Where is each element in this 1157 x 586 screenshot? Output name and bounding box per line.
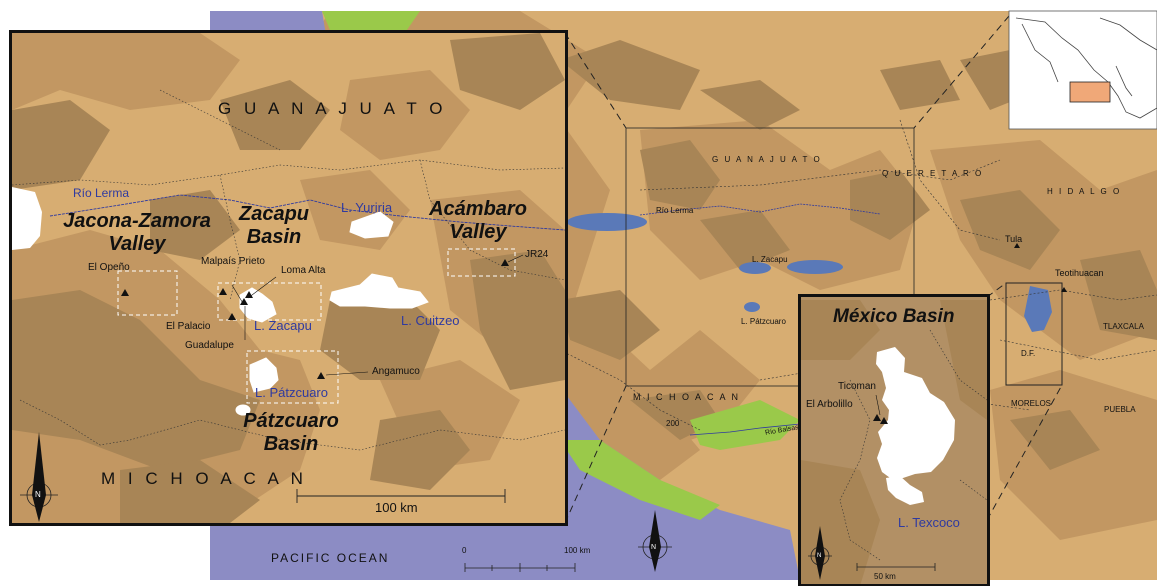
teotihuacan-label: Teotihuacan — [1055, 268, 1104, 278]
lake-texcoco-shape — [876, 347, 955, 480]
michoacan-label: M I C H O A C A N — [101, 469, 307, 488]
basin-line-1: Pátzcuaro — [243, 410, 339, 432]
puebla-label: PUEBLA — [1104, 405, 1136, 414]
connector-lines — [564, 15, 1063, 524]
hidalgo-label: H I D A L G O — [1047, 187, 1122, 196]
tula-label: Tula — [1005, 234, 1023, 244]
left-north-label: N — [35, 490, 41, 499]
el-arbolillo-label: El Arbolillo — [806, 399, 853, 410]
michoacan-label-main: M I C H O A C A N — [633, 392, 741, 402]
zacapu-basin-label: Zacapu Basin — [229, 203, 319, 249]
df-box — [1005, 282, 1063, 386]
lake-zacapu-label: L. Zacapu — [254, 318, 312, 333]
left-scale-label: 100 km — [375, 500, 418, 515]
right-north-label: N — [817, 553, 822, 559]
tlaxcala-label: TLAXCALA — [1103, 322, 1144, 331]
elevation-label: 200 — [666, 419, 680, 428]
lowland-green — [560, 440, 720, 520]
basin-line-2: Basin — [246, 226, 302, 248]
malpais-prieto-label: Malpaís Prieto — [201, 256, 265, 267]
relief-dark — [560, 40, 1157, 470]
main-scale-end: 100 km — [564, 546, 591, 555]
lake-patzcuaro-label: L. Pátzcuaro — [255, 385, 328, 400]
basin-line-2: Valley — [449, 221, 507, 243]
rio-balsas — [689, 423, 801, 436]
michoacan-box — [625, 127, 915, 387]
basin-line-2: Basin — [263, 433, 319, 455]
df-label: D.F. — [1021, 349, 1036, 358]
lake-texcoco-label: L. Texcoco — [898, 515, 960, 530]
mexico-locator — [1008, 10, 1157, 130]
rio-lerma-label-main: Río Lerma — [656, 206, 694, 215]
loma-alta-label: Loma Alta — [281, 265, 326, 276]
main-north-arrow — [638, 510, 672, 572]
guadalupe-label: Guadalupe — [185, 340, 234, 351]
basin-line-2: Valley — [108, 233, 166, 255]
right-scale-label: 50 km — [874, 572, 896, 581]
right-inset-map — [801, 297, 987, 586]
guanajuato-label-main: G U A N A J U A T O — [712, 155, 822, 164]
acambaro-valley-label: Acámbaro Valley — [418, 198, 538, 244]
jr24-label: JR24 — [525, 249, 549, 260]
main-lakes — [567, 213, 1052, 332]
lake-cuitzeo-label: L. Cuitzeo — [401, 313, 460, 328]
queretaro-label: Q U E R E T A R O — [882, 169, 984, 178]
basin-line-1: Acámbaro — [429, 198, 527, 220]
main-sites — [1014, 243, 1067, 292]
angamuco-label: Angamuco — [372, 366, 420, 377]
lowland-green — [690, 400, 800, 450]
patzcuaro-basin-label: Pátzcuaro Basin — [231, 410, 351, 456]
main-north-label: N — [651, 544, 657, 551]
left-inset-map — [12, 33, 565, 523]
ticoman-label: Ticoman — [838, 381, 876, 392]
el-openo-label: El Opeño — [88, 262, 130, 273]
basin-line-1: Jacona-Zamora — [63, 210, 211, 232]
morelos-label: MORELOS — [1011, 399, 1052, 408]
basin-line-1: Zacapu — [238, 203, 310, 225]
pacific-ocean-label: PACIFIC OCEAN — [271, 551, 390, 565]
lake-zacapu-label-main: L. Zacapu — [752, 255, 788, 264]
left-inset-frame — [9, 30, 568, 526]
rio-lerma-main — [639, 203, 881, 216]
main-scale-bar — [464, 563, 576, 572]
main-scale-zero: 0 — [462, 546, 467, 555]
lake-yuriria-label: L. Yuriria — [341, 200, 393, 215]
rio-lerma-label: Río Lerma — [73, 186, 130, 200]
jacona-zamora-valley-label: Jacona-Zamora Valley — [62, 210, 212, 256]
lake-patzcuaro-label-main: L. Pátzcuaro — [741, 317, 786, 326]
el-palacio-label: El Palacio — [166, 321, 211, 332]
guanajuato-label: G U A N A J U A T O — [218, 99, 447, 118]
mexico-basin-title: México Basin — [833, 306, 955, 327]
